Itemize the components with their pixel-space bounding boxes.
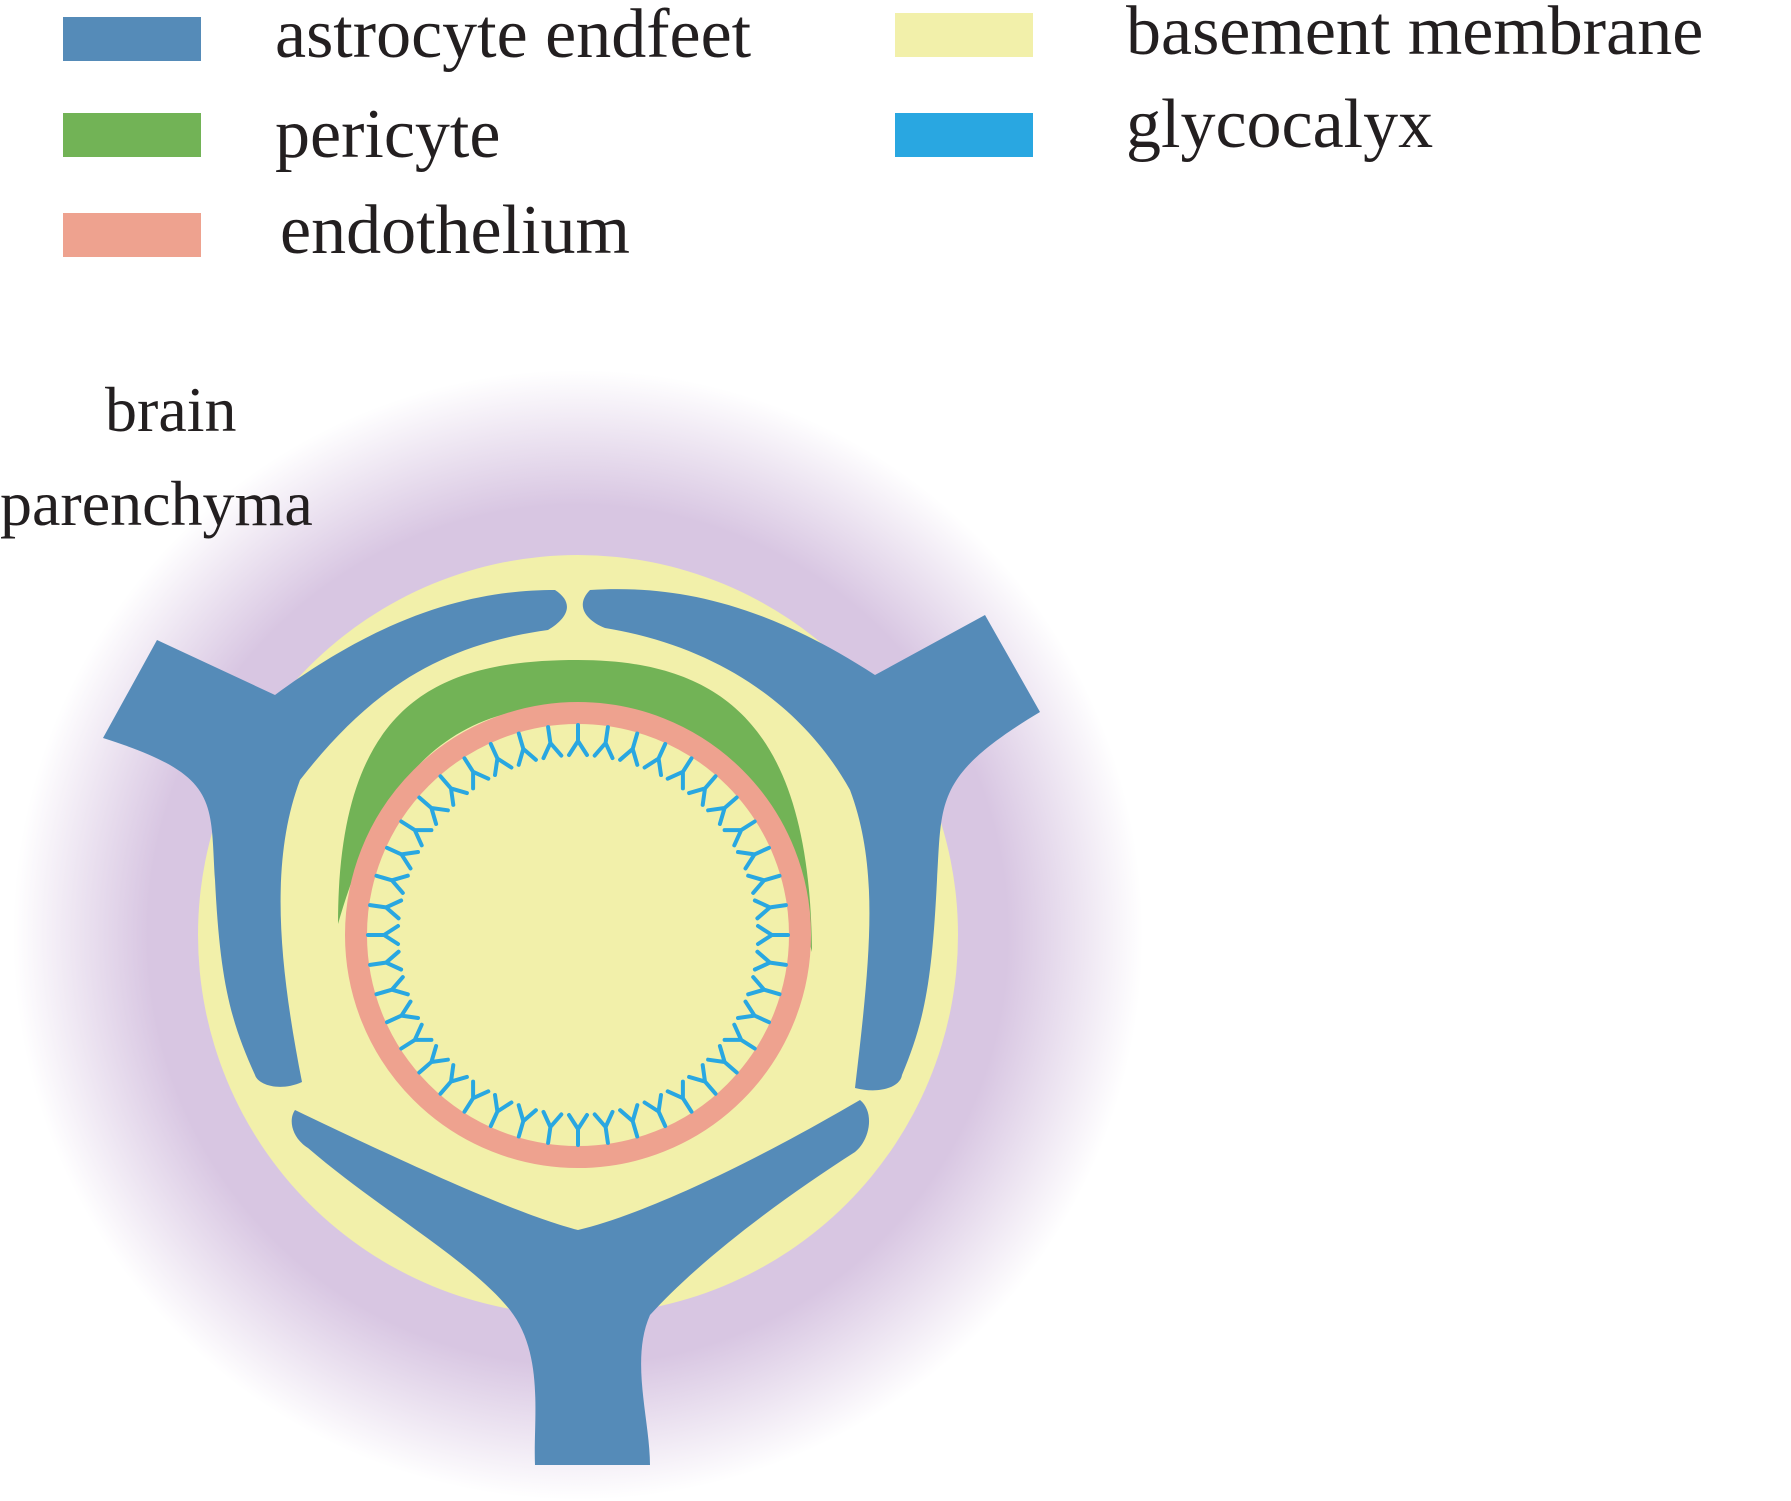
glycocalyx <box>366 723 790 1147</box>
glycocalyx-strand <box>516 1103 538 1139</box>
glycocalyx-strand <box>374 975 410 997</box>
glycocalyx-strand <box>752 949 788 972</box>
glycocalyx-strand <box>618 1103 640 1139</box>
glycocalyx-strand <box>746 873 782 895</box>
astrocyte-endfoot-bottom <box>291 1100 870 1465</box>
glycocalyx-strand <box>488 742 514 777</box>
glycocalyx-strand <box>592 725 615 761</box>
glycocalyx-strand <box>642 1093 668 1128</box>
glycocalyx-strand <box>399 819 434 848</box>
glycocalyx-strand <box>417 1044 450 1075</box>
astrocyte-endfoot-right <box>582 589 1040 1091</box>
glycocalyx-strand <box>368 898 404 921</box>
legend-label-endothelium: endothelium <box>280 192 630 269</box>
brain-parenchyma-label-line2: parenchyma <box>0 468 313 539</box>
glycocalyx-strand <box>687 1063 718 1096</box>
glycocalyx-strand <box>756 924 790 946</box>
glycocalyx-strand <box>516 731 538 767</box>
glycocalyx-strand <box>746 975 782 997</box>
brain-parenchyma-label-line1: brain <box>105 374 237 445</box>
glycocalyx-strand <box>385 845 420 871</box>
glycocalyx-strand <box>462 756 491 791</box>
glycocalyx-strand <box>618 731 640 767</box>
glycocalyx-strand <box>438 774 469 807</box>
legend-label-basement-membrane: basement membrane <box>1126 0 1704 70</box>
glycocalyx-strand <box>385 999 420 1025</box>
glycocalyx-strand <box>399 1022 434 1051</box>
legend-swatch-basement-membrane <box>895 13 1033 57</box>
legend-swatch-glycocalyx <box>895 113 1033 157</box>
glycocalyx-strand <box>665 1079 694 1114</box>
glycocalyx-strand <box>722 819 757 848</box>
glycocalyx-strand <box>462 1079 491 1114</box>
glycocalyx-strand <box>374 873 410 895</box>
glycocalyx-strand <box>706 1044 739 1075</box>
glycocalyx-strand <box>736 999 771 1025</box>
endothelium <box>345 702 811 1168</box>
legend-swatch-astrocyte-endfeet <box>63 17 201 61</box>
glycocalyx-strand <box>366 924 400 946</box>
glycocalyx-strand <box>567 723 589 757</box>
glycocalyx-strand <box>592 1109 615 1145</box>
glycocalyx-strand <box>417 795 450 826</box>
legend-swatch-endothelium <box>63 213 201 257</box>
glycocalyx-strand <box>722 1022 757 1051</box>
glycocalyx-strand <box>438 1063 469 1096</box>
legend-label-pericyte: pericyte <box>275 96 501 173</box>
glycocalyx-strand <box>687 774 718 807</box>
legend-label-glycocalyx: glycocalyx <box>1126 86 1434 163</box>
glycocalyx-strand <box>642 742 668 777</box>
vessel-lumen <box>368 725 788 1145</box>
glycocalyx-strand <box>368 949 404 972</box>
glycocalyx-strand <box>541 1109 564 1145</box>
legend-swatch-pericyte <box>63 113 201 157</box>
glycocalyx-strand <box>541 725 564 761</box>
glycocalyx-strand <box>567 1113 589 1147</box>
glycocalyx-strand <box>665 756 694 791</box>
legend-label-astrocyte-endfeet: astrocyte endfeet <box>275 0 752 73</box>
glycocalyx-strand <box>736 845 771 871</box>
glycocalyx-strand <box>706 795 739 826</box>
glycocalyx-strand <box>488 1093 514 1128</box>
astrocyte-endfoot-left <box>103 590 567 1087</box>
glycocalyx-strand <box>752 898 788 921</box>
